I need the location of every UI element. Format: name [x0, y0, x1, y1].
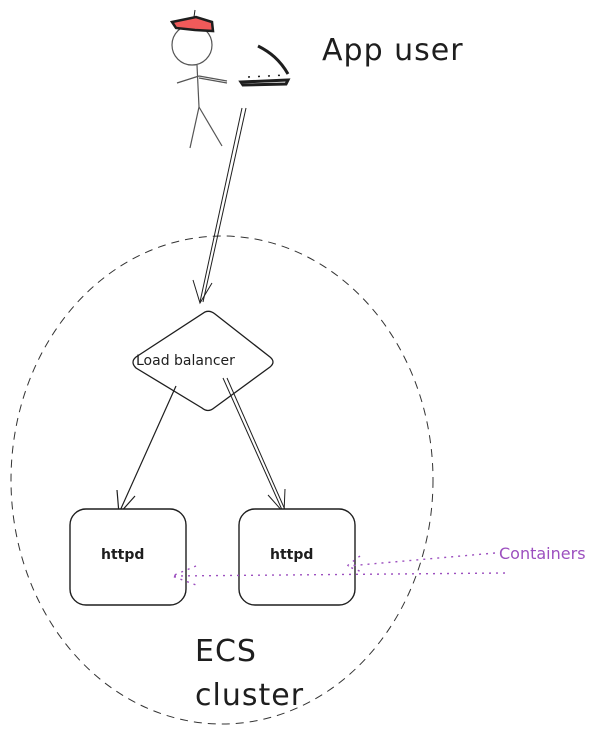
user-figure-icon	[171, 24, 228, 149]
app-user-label: App user	[322, 33, 464, 68]
httpd-container-box-2[interactable]	[238, 508, 356, 606]
httpd-label-2: httpd	[270, 547, 314, 563]
load-balancer-diamond[interactable]	[132, 310, 274, 412]
ecs-label-line1: ECS	[195, 634, 257, 669]
arrow-lb-to-httpd-right	[222, 377, 287, 515]
ecs-cluster-boundary	[10, 235, 434, 725]
ecs-label-line2: cluster	[195, 678, 305, 713]
laptop-icon	[238, 44, 291, 87]
httpd-label-1: httpd	[101, 547, 145, 563]
load-balancer-label: Load balancer	[136, 353, 235, 369]
arrow-user-to-lb	[192, 107, 247, 305]
containers-annotation-label: Containers	[499, 544, 586, 563]
httpd-container-box-1[interactable]	[69, 508, 187, 606]
hat-icon	[169, 15, 215, 33]
containers-arrows	[170, 552, 506, 586]
arrow-lb-to-httpd-left	[116, 385, 177, 516]
